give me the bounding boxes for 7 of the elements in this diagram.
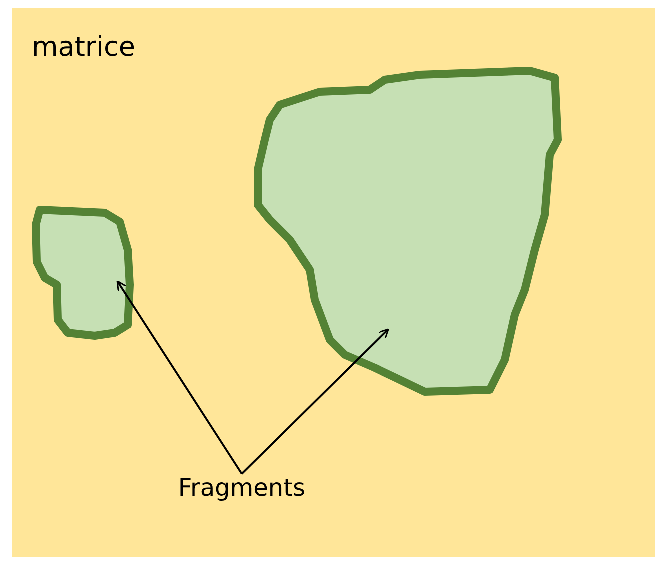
- region-label: matrice: [32, 32, 136, 63]
- fragment-shape: [32, 206, 134, 340]
- callout-label: Fragments: [160, 474, 324, 506]
- leader-arrow: [116, 280, 243, 475]
- leader-arrow: [241, 328, 390, 475]
- fragment-shape: [254, 67, 562, 396]
- matrix-region: [12, 8, 655, 557]
